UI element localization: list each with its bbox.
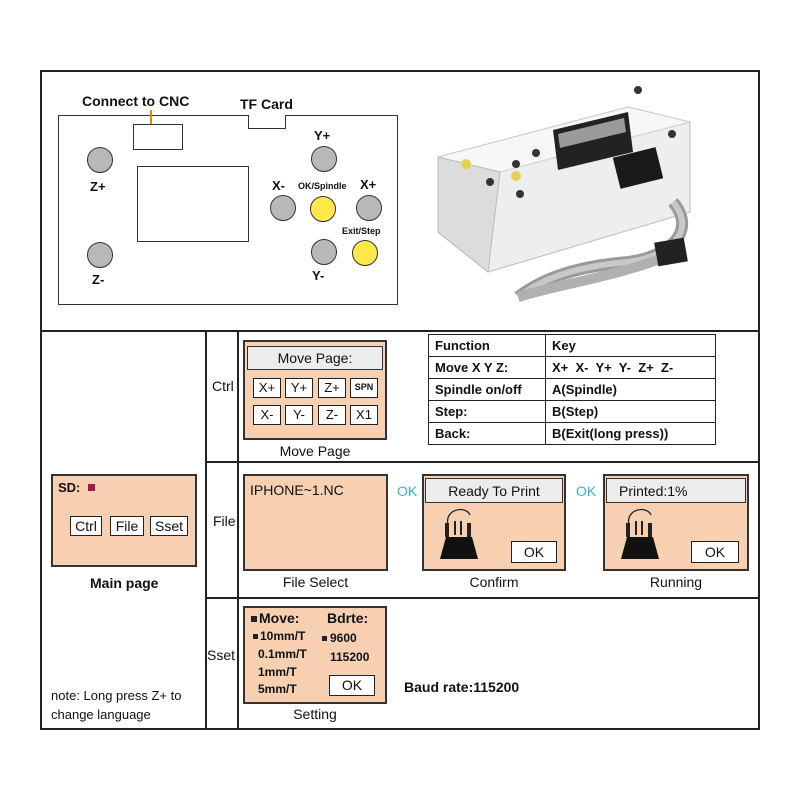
file-row-label: File: [213, 513, 236, 529]
table-cell: Step:: [428, 400, 546, 423]
y-plus-label: Y+: [314, 128, 331, 143]
table-cell: Move X Y Z:: [428, 356, 546, 379]
sd-status-icon: [88, 484, 95, 491]
key-z-minus[interactable]: Z-: [318, 405, 346, 425]
y-minus-button[interactable]: [311, 239, 337, 265]
table-cell: X+ X- Y+ Y- Z+ Z-: [545, 356, 716, 379]
tf-card-slot: [248, 115, 286, 129]
divider-labels: [237, 330, 239, 730]
confirm-caption: Confirm: [469, 574, 519, 590]
sd-label: SD:: [58, 480, 81, 495]
key-x-minus[interactable]: X-: [253, 405, 281, 425]
move-option[interactable]: 10mm/T: [260, 629, 306, 643]
bottom-panel: [40, 330, 760, 730]
running-caption: Running: [649, 574, 703, 590]
key-y-minus[interactable]: Y-: [285, 405, 313, 425]
function-table: Function Key Move X Y Z: X+ X- Y+ Y- Z+ …: [428, 334, 716, 445]
confirm-header: Ready To Print: [425, 478, 563, 503]
move-bullet: [251, 616, 257, 622]
move-option[interactable]: 1mm/T: [258, 665, 297, 679]
z-minus-label: Z-: [92, 272, 105, 287]
controller-outline: [58, 115, 398, 305]
z-minus-button[interactable]: [87, 242, 113, 268]
z-plus-label: Z+: [90, 179, 106, 194]
divider-main: [205, 330, 207, 730]
main-page-caption: Main page: [90, 575, 159, 591]
ctrl-row-label: Ctrl: [212, 378, 234, 394]
baud-rate-note: Baud rate:115200: [404, 679, 520, 695]
key-spn[interactable]: SPN: [350, 378, 378, 398]
ok-transition-2: OK: [576, 483, 597, 499]
x-plus-label: X+: [360, 177, 377, 192]
x-minus-button[interactable]: [270, 195, 296, 221]
setting-caption: Setting: [293, 706, 337, 722]
divider-row2: [205, 597, 760, 599]
spindle-icon: [621, 508, 659, 559]
table-cell: Spindle on/off: [428, 378, 546, 401]
table-cell: A(Spindle): [545, 378, 716, 401]
spindle-icon: [440, 508, 478, 559]
move-option[interactable]: 5mm/T: [258, 682, 297, 696]
x-plus-button[interactable]: [356, 195, 382, 221]
setting-ok-button[interactable]: OK: [329, 675, 375, 696]
exit-step-label: Exit/Step: [342, 226, 381, 236]
running-ok-button[interactable]: OK: [691, 541, 739, 563]
table-header-function: Function: [428, 334, 546, 357]
table-cell: B(Step): [545, 400, 716, 423]
ok-transition-1: OK: [397, 483, 418, 499]
move-option[interactable]: 0.1mm/T: [258, 647, 307, 661]
language-note: note: Long press Z+ to change language: [51, 688, 182, 722]
key-z-plus[interactable]: Z+: [318, 378, 346, 398]
z-plus-button[interactable]: [87, 147, 113, 173]
ctrl-button[interactable]: Ctrl: [70, 516, 102, 536]
key-x-plus[interactable]: X+: [253, 378, 281, 398]
file-select-screen: [243, 474, 388, 571]
move-label: Move:: [259, 610, 300, 626]
baud-option[interactable]: 115200: [330, 650, 370, 664]
x-minus-label: X-: [272, 178, 285, 193]
key-y-plus[interactable]: Y+: [285, 378, 313, 398]
file-button[interactable]: File: [110, 516, 144, 536]
tf-card-label: TF Card: [240, 96, 293, 112]
key-x1[interactable]: X1: [350, 405, 378, 425]
move-page-caption: Move Page: [279, 443, 351, 459]
move-option-bullet: [253, 634, 258, 639]
confirm-ok-button[interactable]: OK: [511, 541, 557, 563]
table-cell: Back:: [428, 422, 546, 445]
table-cell: B(Exit(long press)): [545, 422, 716, 445]
table-row: Step: B(Step): [428, 400, 716, 423]
running-header: Printed:1%: [606, 478, 746, 503]
y-plus-button[interactable]: [311, 146, 337, 172]
connect-to-cnc-label: Connect to CNC: [82, 93, 190, 109]
file-select-caption: File Select: [282, 574, 349, 590]
move-page-header: Move Page:: [247, 346, 383, 370]
ok-spindle-button[interactable]: [310, 196, 336, 222]
sset-button[interactable]: Sset: [150, 516, 188, 536]
setting-screen: [243, 606, 387, 704]
baud-option-bullet: [322, 636, 327, 641]
baud-option[interactable]: 9600: [330, 631, 357, 645]
table-row: Spindle on/off A(Spindle): [428, 378, 716, 401]
lcd-screen: [137, 166, 249, 242]
table-row: Move X Y Z: X+ X- Y+ Y- Z+ Z-: [428, 356, 716, 379]
sset-row-label: Sset: [207, 647, 236, 663]
file-name[interactable]: IPHONE~1.NC: [250, 482, 344, 498]
cnc-connector: [133, 124, 183, 150]
table-header-key: Key: [545, 334, 716, 357]
exit-step-button[interactable]: [352, 240, 378, 266]
controller-photo: [437, 86, 691, 302]
ok-spindle-label: OK/Spindle: [298, 181, 347, 191]
bdrte-label: Bdrte:: [327, 610, 369, 626]
y-minus-label: Y-: [312, 268, 325, 283]
table-row: Back: B(Exit(long press)): [428, 422, 716, 445]
divider-row1: [205, 461, 760, 463]
